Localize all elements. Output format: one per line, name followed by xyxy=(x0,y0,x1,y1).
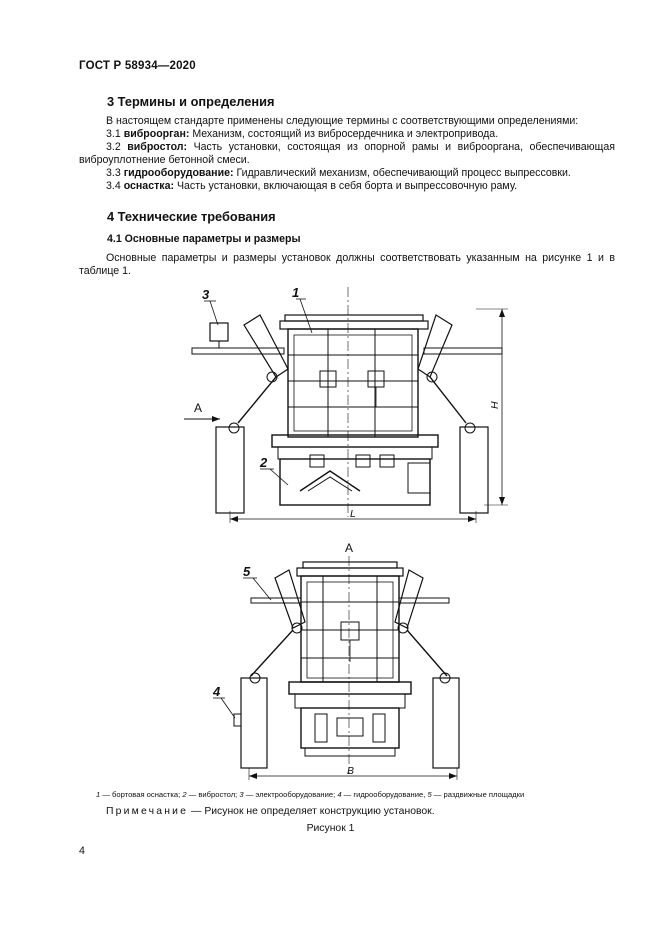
term-3-3: 3.3 гидрооборудование: Гидравлический ме… xyxy=(79,167,615,180)
legend-num: 3 xyxy=(239,790,244,799)
term-3-1: 3.1 виброорган: Механизм, состоящий из в… xyxy=(79,128,615,141)
callout-3: 3 xyxy=(202,287,210,302)
figure-title: Рисунок 1 xyxy=(306,823,355,834)
front-supports xyxy=(233,672,460,769)
side-supports xyxy=(215,422,489,514)
figure-front-view: А xyxy=(212,541,460,780)
callout-2: 2 xyxy=(259,455,268,470)
dim-l-label: L xyxy=(350,508,356,520)
side-osnastka-frame xyxy=(279,314,429,438)
figure-side-view: А H L 1 2 3 xyxy=(184,285,508,523)
term-definition: Часть установки, включающая в себя борта… xyxy=(176,180,518,192)
callout-4: 4 xyxy=(212,684,221,699)
legend-num: 2 xyxy=(182,790,187,799)
term-definition: Гидравлический механизм, обеспечивающий … xyxy=(236,167,571,179)
front-osnastka-frame xyxy=(296,561,404,683)
document-header: ГОСТ Р 58934—2020 xyxy=(79,60,196,72)
legend-text: — бортовая оснастка; xyxy=(100,790,183,799)
dimension-b xyxy=(248,768,458,780)
legend-text: — гидрооборудование, xyxy=(341,790,428,799)
legend-num: 1 xyxy=(96,790,101,799)
legend-text: — раздвижные площадки xyxy=(431,790,525,799)
section-3-intro: В настоящем стандарте применены следующи… xyxy=(106,115,579,127)
view-label-a: А xyxy=(345,541,353,555)
side-vibrotable xyxy=(271,434,439,506)
side-tilting-arms xyxy=(237,314,467,424)
term-word: виброорган: xyxy=(123,128,190,140)
section-4-1-paragraph: Основные параметры и размеры установок д… xyxy=(79,252,615,278)
electrical-box xyxy=(209,322,229,342)
callout-1: 1 xyxy=(292,285,299,300)
section-4-title: 4 Технические требования xyxy=(107,209,276,224)
note-text: — Рисунок не определяет конструкцию уста… xyxy=(188,806,435,817)
callout-5: 5 xyxy=(243,564,251,579)
term-definition: Механизм, состоящий из вибросердечника и… xyxy=(192,128,499,140)
term-word: оснастка: xyxy=(123,180,175,192)
term-word: вибростол: xyxy=(127,141,188,153)
term-number: 3.4 xyxy=(106,180,121,192)
front-platforms xyxy=(250,597,450,604)
term-3-2: 3.2 вибростол: Часть установки, состояща… xyxy=(79,141,615,167)
term-word: гидрооборудование: xyxy=(123,167,234,179)
legend-text: — электрооборудование; xyxy=(243,790,338,799)
arrow-label-a: А xyxy=(194,401,202,415)
dimension-l xyxy=(229,511,477,523)
dimension-h xyxy=(476,308,508,506)
front-vibrotable xyxy=(288,681,412,757)
term-number: 3.2 xyxy=(106,141,121,153)
term-number: 3.3 xyxy=(106,167,121,179)
page-number: 4 xyxy=(79,845,85,857)
subsection-4-1-title: 4.1 Основные параметры и размеры xyxy=(107,233,301,245)
section-3-title: 3 Термины и определения xyxy=(107,94,275,109)
term-definition: Часть установки, состоящая из опорной ра… xyxy=(79,141,615,167)
legend-text: — вибростол; xyxy=(186,790,240,799)
term-number: 3.1 xyxy=(106,128,121,140)
figure-legend: 1 — бортовая оснастка; 2 — вибростол; 3 … xyxy=(96,790,524,799)
dim-b-label: B xyxy=(347,765,354,777)
front-tilting-arms xyxy=(250,569,448,677)
legend-num: 4 xyxy=(337,790,342,799)
figure-note: Примечание — Рисунок не определяет конст… xyxy=(106,806,435,817)
note-label: Примечание xyxy=(106,806,189,817)
legend-num: 5 xyxy=(427,790,432,799)
view-arrow-a xyxy=(184,416,220,422)
dim-h-label: H xyxy=(489,401,501,409)
term-3-4: 3.4 оснастка: Часть установки, включающа… xyxy=(79,180,615,193)
side-platforms xyxy=(191,347,503,355)
